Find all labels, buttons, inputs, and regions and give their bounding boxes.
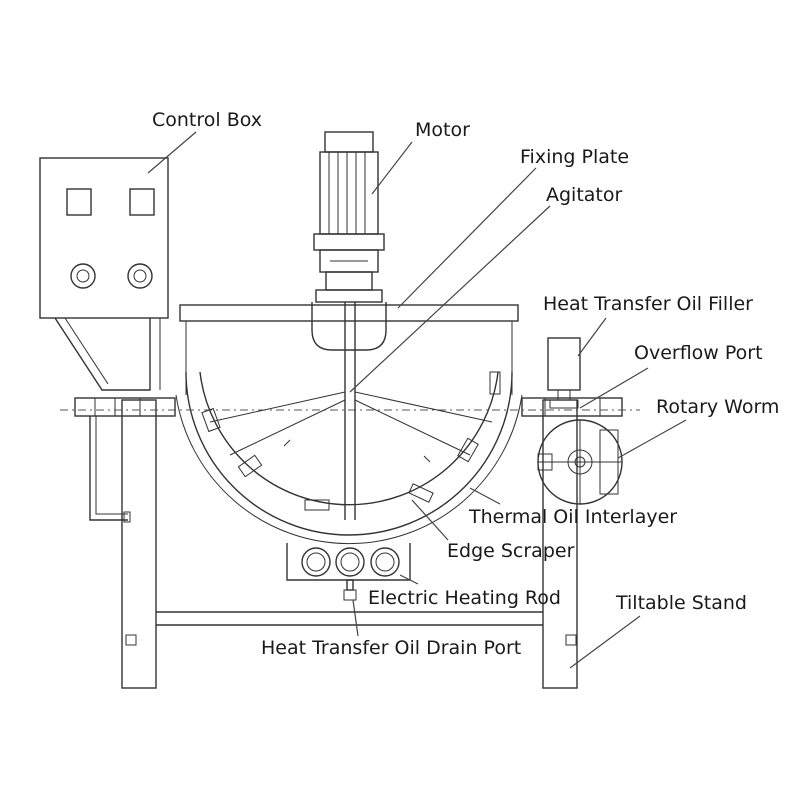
agitator-drawing bbox=[201, 302, 501, 520]
label-edge-scraper: Edge Scraper bbox=[447, 540, 575, 562]
label-rotary-worm: Rotary Worm bbox=[656, 396, 780, 418]
leader-drain-port bbox=[352, 599, 359, 637]
leader-motor bbox=[371, 141, 413, 195]
label-thermal-oil-interlayer: Thermal Oil Interlayer bbox=[469, 506, 678, 528]
label-motor: Motor bbox=[415, 119, 470, 141]
leader-control-box bbox=[147, 131, 197, 174]
leader-oil-filler bbox=[577, 317, 607, 357]
label-oil-filler: Heat Transfer Oil Filler bbox=[543, 293, 753, 315]
label-overflow-port: Overflow Port bbox=[634, 342, 763, 364]
label-tiltable-stand: Tiltable Stand bbox=[616, 592, 747, 614]
left-stand-drawing bbox=[74, 397, 176, 689]
motor-drawing bbox=[311, 131, 387, 351]
vessel-drawing bbox=[60, 371, 640, 545]
leader-fixing-plate bbox=[397, 167, 537, 309]
worm-gear-drawing bbox=[537, 419, 623, 505]
leader-interlayer bbox=[469, 487, 501, 505]
leader-agitator bbox=[349, 205, 551, 393]
oil-filler-drawing bbox=[547, 337, 581, 409]
leader-overflow-port bbox=[579, 367, 649, 409]
heating-rod-drawing bbox=[286, 543, 411, 601]
label-control-box: Control Box bbox=[152, 109, 263, 131]
leader-tiltable-stand bbox=[569, 615, 641, 669]
leader-edge-scraper bbox=[411, 499, 449, 541]
leader-heating-rod bbox=[399, 574, 419, 585]
label-drain-port: Heat Transfer Oil Drain Port bbox=[261, 637, 522, 659]
crossbar-drawing bbox=[156, 611, 543, 626]
label-fixing-plate: Fixing Plate bbox=[520, 146, 630, 168]
control-box-drawing bbox=[39, 157, 169, 391]
leader-rotary-worm bbox=[617, 419, 687, 459]
label-agitator: Agitator bbox=[546, 184, 623, 206]
label-electric-heating-rod: Electric Heating Rod bbox=[368, 587, 561, 609]
leader-lines bbox=[147, 131, 687, 669]
